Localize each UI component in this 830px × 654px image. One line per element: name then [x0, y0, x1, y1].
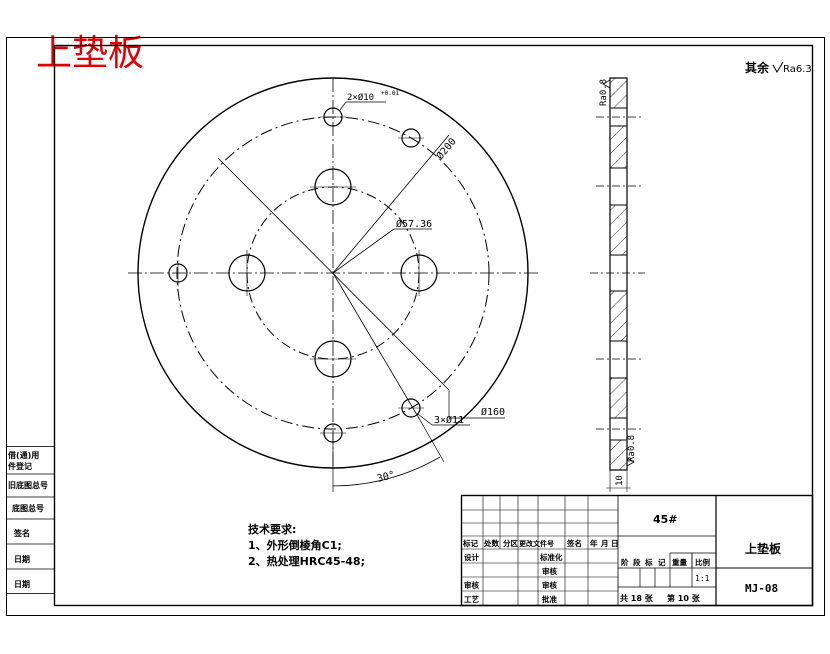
row-standard-label: 标准化 — [539, 552, 563, 562]
strip-label-5: 签名 — [13, 528, 30, 538]
tech-req-item-2: 2、热处理HRC45-48; — [248, 554, 365, 568]
left-registration-strip: 借(通)用 件登记 旧底图总号 底图总号 签名 日期 日期 — [6, 446, 55, 594]
svg-text:其余: 其余 — [745, 60, 770, 75]
sheet-number: 第 10 张 — [667, 593, 701, 603]
row-check-label: 审核 — [542, 566, 557, 576]
tech-req-heading: 技术要求: — [248, 522, 296, 536]
weight-head: 重量 — [672, 557, 687, 567]
rev-head-mark: 标记 — [462, 538, 478, 548]
technical-requirements: 技术要求: 1、外形倒棱角C1; 2、热处理HRC45-48; — [248, 522, 365, 568]
dim-circle-57: Ø57.36 — [396, 218, 432, 230]
general-roughness: 其余 Ra6.3 — [745, 60, 812, 75]
svg-text:Ra6.3: Ra6.3 — [783, 64, 812, 75]
roughness-face-top: Ra0.8 — [599, 79, 609, 106]
strip-label-1: 借(通)用 — [7, 450, 39, 460]
title-block: 标记 处数 分区 更改文件号 签名 年 月 日 设计 标准化 审核 审核 审核 … — [460, 494, 814, 607]
stage-head-1: 阶 — [621, 557, 629, 567]
strip-label-2: 件登记 — [8, 461, 32, 471]
section-view: Ra0.8 Ra0.8 10 — [590, 77, 645, 492]
rev-head-day: 日 — [611, 539, 619, 548]
part-name: 上垫板 — [745, 541, 782, 556]
dim-holes-11: 3×Ø11 — [434, 414, 464, 426]
stage-head-2: 段 — [633, 557, 641, 567]
dim-angle-30: 30° — [376, 470, 396, 485]
strip-label-7: 日期 — [14, 579, 30, 589]
dim-holes-10: 2×Ø10 — [347, 92, 374, 103]
rev-head-count: 处数 — [483, 538, 499, 548]
tech-req-item-1: 1、外形倒棱角C1; — [248, 538, 342, 552]
dim-circle-160: Ø160 — [481, 406, 505, 418]
stage-head-4: 记 — [658, 557, 666, 567]
drawing-number: MJ-08 — [745, 582, 778, 595]
sheet-border-outer — [6, 37, 825, 616]
roughness-face-bottom: Ra0.8 — [627, 435, 637, 462]
sheets-total: 共 18 张 — [620, 593, 654, 603]
row-review-label: 审核 — [464, 580, 479, 590]
strip-label-4: 底图总号 — [11, 503, 44, 513]
front-view: 2×Ø10 +0.01 Ø200 Ø57.36 Ø160 3×Ø11 30° — [128, 77, 540, 492]
dim-holes-10-tol: +0.01 — [381, 90, 399, 97]
dim-thickness: 10 — [615, 475, 625, 486]
row-design-label: 设计 — [464, 552, 479, 562]
row-process-label: 工艺 — [464, 594, 479, 604]
row-approve-label: 批准 — [542, 594, 557, 604]
rev-head-month: 月 — [600, 539, 609, 548]
strip-label-6: 日期 — [14, 554, 30, 564]
scale-head: 比例 — [695, 557, 710, 567]
rev-head-doc: 更改文件号 — [519, 539, 554, 548]
rev-head-year: 年 — [590, 538, 598, 548]
row-review2-label: 审核 — [542, 580, 557, 590]
drawing-frame — [53, 44, 814, 607]
rev-head-sign: 签名 — [566, 538, 582, 548]
rev-head-zone: 分区 — [503, 538, 518, 548]
scale-value: 1:1 — [695, 574, 710, 583]
stage-head-3: 标 — [644, 557, 653, 567]
strip-label-3: 旧底图总号 — [8, 480, 48, 490]
material-value: 45# — [653, 513, 678, 526]
